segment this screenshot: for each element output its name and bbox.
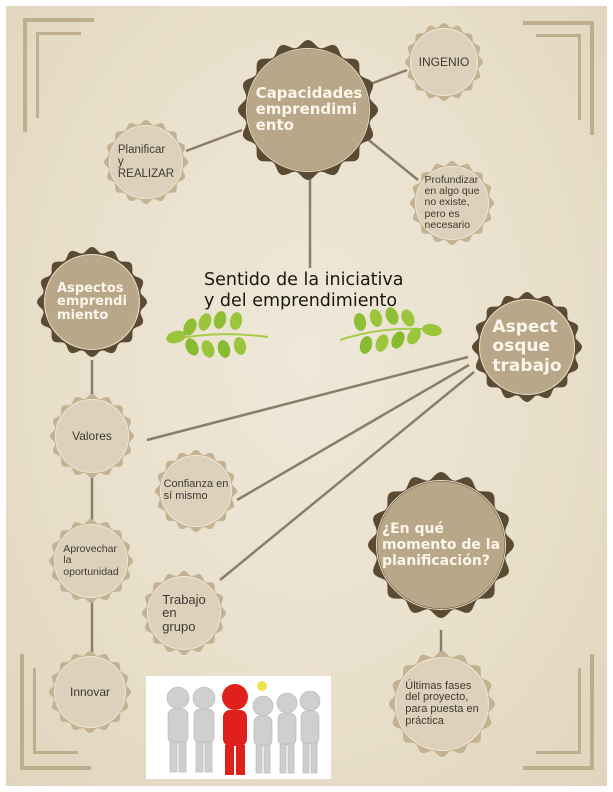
node-aspectos-trabajo-label: Aspect osque trabajo [492,316,562,376]
node-ultimas-fases[interactable]: Últimas fases del proyecto, para puesta … [389,651,495,757]
node-trabajo-grupo-label: Trabajo en grupo [162,591,206,634]
node-aprovechar[interactable]: Aprovechar la oportunidad [49,519,133,603]
leaf-branch-right-icon [339,307,442,354]
central-title-line2: y del emprendimiento [204,291,398,311]
node-aprovechar-label: Aprovechar la oportunidad [63,543,119,578]
node-ingenio[interactable]: INGENIO [405,23,483,101]
node-profundizar-label: Profundizar en algo que no existe, pero … [424,174,480,231]
node-aspectos-trabajo[interactable]: Aspect osque trabajo [472,292,582,402]
node-planificar-label: Planificar y REALIZAR [117,143,175,181]
node-capacidades-label: Capacidades emprendimi ento [255,84,363,134]
leaf-branch-left-icon [166,311,269,358]
node-innovar[interactable]: Innovar [49,651,131,733]
node-valores-label: Valores [72,428,112,443]
node-capacidades[interactable]: Capacidades emprendimi ento [238,40,378,180]
node-aspectos-emprendimiento[interactable]: Aspectos emprendi miento [37,247,147,357]
node-confianza-label: Confianza en sí mismo [163,478,229,502]
node-momento-planificacion-label: ¿En qué momento de la planificación? [381,520,501,570]
node-trabajo-grupo[interactable]: Trabajo en grupo [142,571,226,655]
node-valores[interactable]: Valores [50,394,134,478]
node-profundizar[interactable]: Profundizar en algo que no existe, pero … [410,161,494,245]
node-ultimas-fases-label: Últimas fases del proyecto, para puesta … [405,679,479,727]
central-title: Sentido de la iniciativa y del emprendim… [204,270,444,312]
group-figures-red-leader-icon [166,681,321,775]
central-title-line1: Sentido de la iniciativa [204,270,404,290]
node-ingenio-label: INGENIO [418,54,470,69]
node-momento-planificacion[interactable]: ¿En qué momento de la planificación? [368,472,514,618]
node-innovar-label: Innovar [69,684,111,699]
teamwork-illustration [146,676,331,779]
node-confianza[interactable]: Confianza en sí mismo [155,450,237,532]
node-planificar[interactable]: Planificar y REALIZAR [104,120,188,204]
node-aspectos-emprendimiento-label: Aspectos emprendi miento [57,280,127,323]
